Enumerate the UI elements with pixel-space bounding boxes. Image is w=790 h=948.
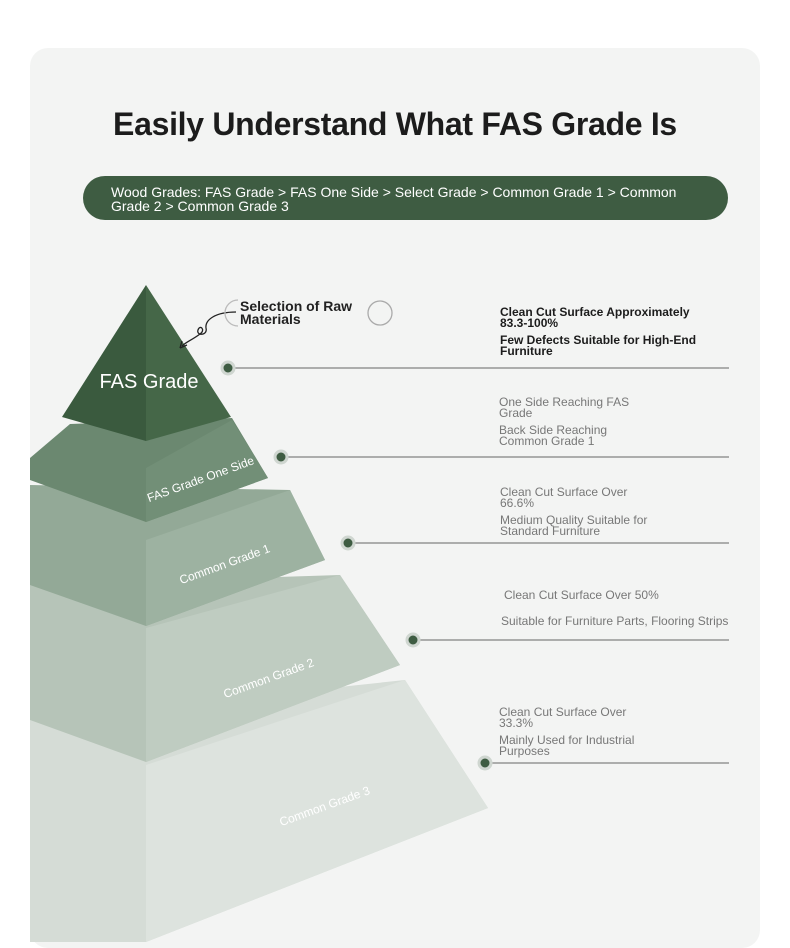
tier-description: Clean Cut Surface Over 66.6%Medium Quali… [500, 485, 648, 538]
grades-banner-text: Wood Grades: FAS Grade > FAS One Side > … [111, 184, 677, 214]
tier-description: Clean Cut Surface Over 33.3%Mainly Used … [499, 705, 635, 758]
grades-banner: Wood Grades: FAS Grade > FAS One Side > … [83, 176, 728, 220]
tier-common-grade-1: Common Grade 1 [30, 485, 325, 626]
callout-selection-of-raw-materials: Selection of Raw Materials [240, 298, 353, 327]
tier-fas-grade: FAS Grade [62, 285, 231, 441]
connector-lines [228, 367, 729, 764]
connector-dots [220, 360, 493, 771]
callout-decoration [179, 299, 393, 349]
tier-description: Clean Cut Surface Over 50%Suitable for F… [501, 588, 729, 628]
tier-common-grade-2: Common Grade 2 [30, 575, 400, 762]
tier-fas-one-side: FAS Grade One Side [30, 418, 268, 522]
page-title: Easily Understand What FAS Grade Is [113, 106, 677, 142]
tier-label: FAS Grade [100, 371, 199, 393]
tier-description: Clean Cut Surface Approximately 83.3-100… [500, 305, 697, 358]
